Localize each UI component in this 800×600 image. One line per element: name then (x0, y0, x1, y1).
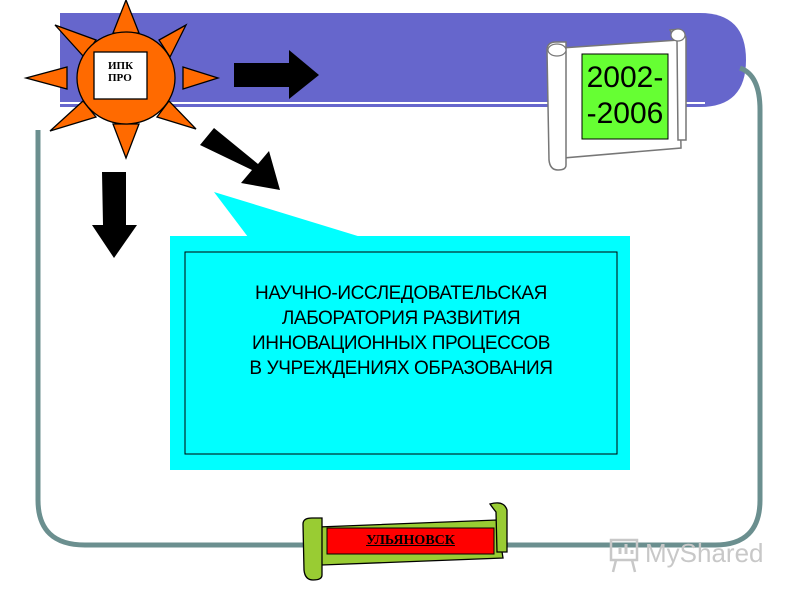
lab-callout (170, 192, 630, 470)
years-line-2: -2006 (586, 97, 664, 130)
scroll-roll-left-curl (547, 43, 567, 57)
lab-title-line-1: НАУЧНО-ИССЛЕДОВАТЕЛЬСКАЯ (255, 283, 547, 304)
sun-ray (23, 66, 68, 90)
sun-ray (182, 66, 221, 90)
callout-body (170, 236, 630, 470)
watermark-text: MyShared (645, 538, 764, 568)
year-scroll (546, 28, 687, 171)
years-line-1: 2002- (586, 61, 664, 94)
arrow-diagonal (200, 128, 280, 190)
arrow-down (92, 172, 137, 258)
callout-pointer (214, 192, 361, 237)
arrows (92, 50, 319, 258)
lab-title-line-2: ЛАБОРАТОРИЯ РАЗВИТИЯ (281, 308, 521, 329)
logo-line-1: ИПК (108, 60, 134, 72)
arrow-right (234, 50, 319, 99)
lab-title: НАУЧНО-ИССЛЕДОВАТЕЛЬСКАЯ ЛАБОРАТОРИЯ РАЗ… (185, 281, 617, 381)
logo-line-2: ПРО (108, 72, 132, 84)
year-green-panel (581, 53, 669, 140)
scroll-roll-right-curl (670, 28, 686, 42)
city-scroll (302, 502, 508, 581)
watermark-logo (609, 538, 639, 573)
city-label: УЛЬЯНОВСК (366, 533, 455, 548)
content-frame (35, 65, 763, 548)
logo-label: ИПК ПРО (108, 60, 144, 84)
scroll-roll-left (546, 41, 567, 171)
lab-title-line-4: В УЧРЕЖДЕНИЯХ ОБРАЗОВАНИЯ (249, 358, 553, 379)
city-red-label (326, 527, 495, 555)
sun-label-box (93, 51, 148, 100)
callout-inner-border (184, 251, 618, 455)
city-scroll-roll-right (488, 502, 508, 553)
presentation-board-icon (609, 538, 639, 562)
years-label: 2002- -2006 (582, 60, 668, 132)
city-scroll-roll-left (302, 517, 323, 581)
sun-ray (112, 123, 140, 160)
sun-logo (23, 0, 221, 160)
lab-title-line-3: ИННОВАЦИОННЫХ ПРОЦЕССОВ (252, 333, 550, 354)
